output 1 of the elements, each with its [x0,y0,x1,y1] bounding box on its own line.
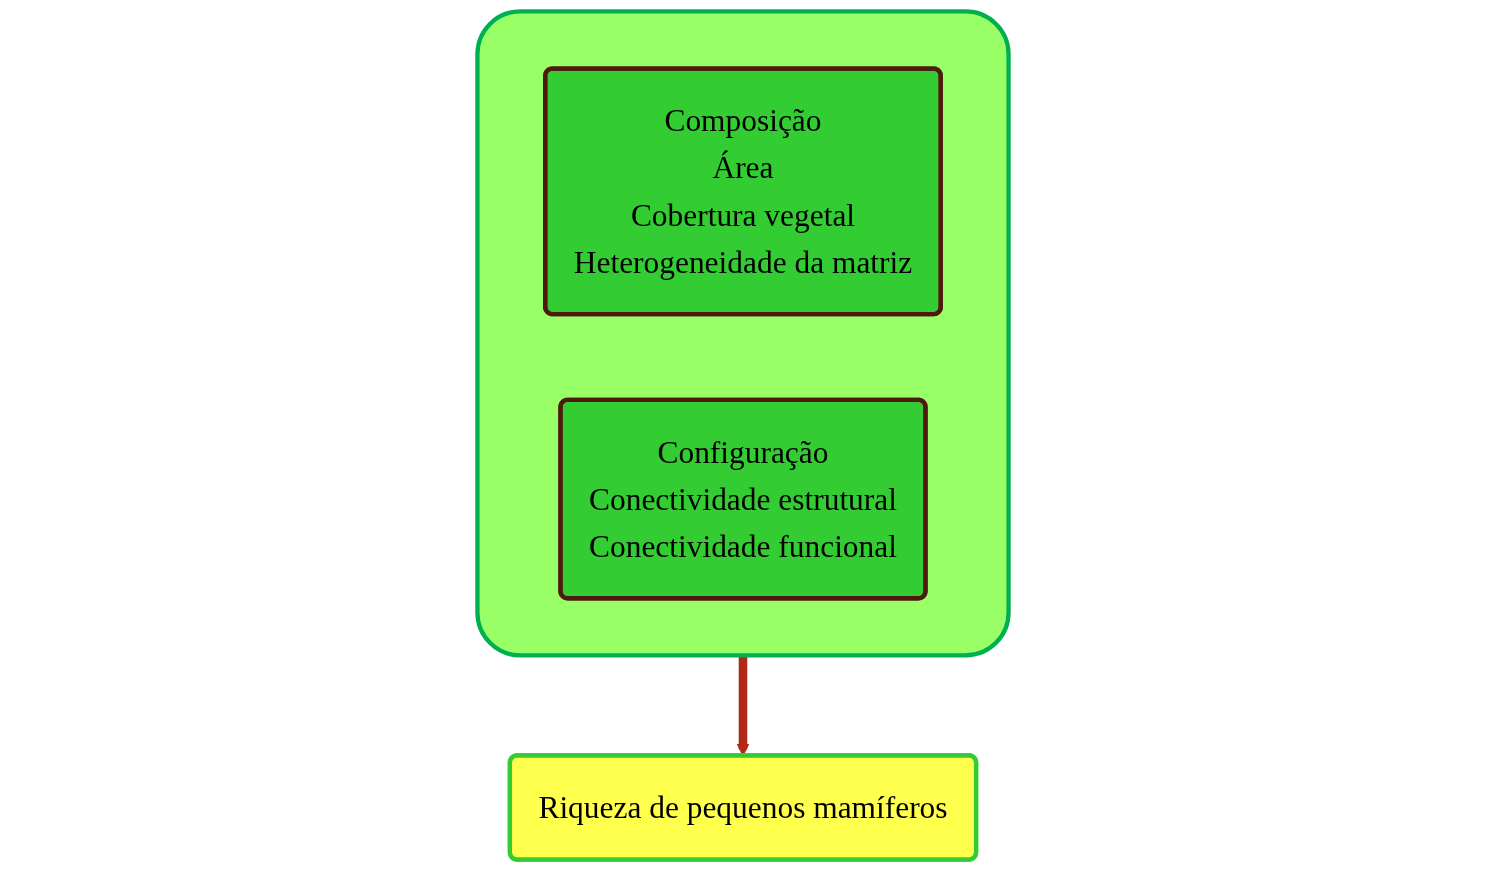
cluster [474,9,1011,658]
